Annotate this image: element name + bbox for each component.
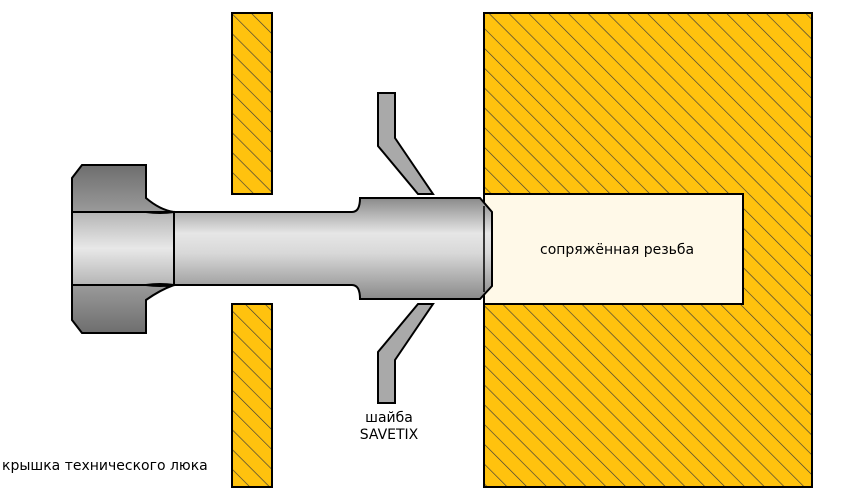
hatch-cover-label: крышка технического люка bbox=[2, 458, 208, 474]
bolt-head-top bbox=[71, 164, 175, 213]
base-body bbox=[483, 12, 813, 488]
washer-upper bbox=[377, 92, 435, 195]
bolt-icon bbox=[71, 164, 493, 334]
mating-thread-label: сопряжённая резьба bbox=[540, 242, 695, 258]
mating-thread-hole bbox=[483, 193, 744, 305]
bolt-head-bottom bbox=[71, 284, 175, 334]
washer-lower bbox=[377, 303, 435, 404]
washer-label-line2: SAVETIX bbox=[359, 427, 419, 443]
bolt-shank bbox=[139, 197, 493, 300]
washer-icon bbox=[377, 92, 435, 404]
washer-label: шайба SAVETIX bbox=[344, 410, 434, 444]
washer-label-line1: шайба bbox=[365, 410, 413, 426]
hatch-cover-upper bbox=[231, 12, 273, 195]
hatch-cover-lower bbox=[231, 303, 273, 488]
hatch-cover bbox=[231, 12, 273, 488]
bolt-head-middle bbox=[71, 210, 175, 287]
